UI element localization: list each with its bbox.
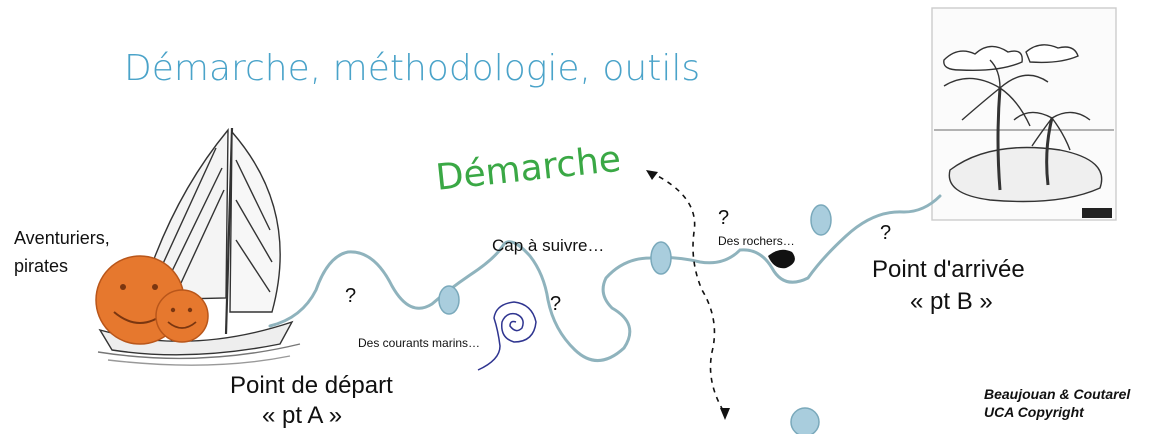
adventurers-label-line1: Aventuriers,	[14, 228, 110, 248]
adventurer-smiley-small	[155, 289, 209, 343]
sea-current-spiral-icon	[477, 301, 537, 371]
island-illustration	[931, 7, 1117, 221]
end-point-code: « pt B »	[910, 288, 993, 315]
waypoint-3	[810, 204, 832, 236]
credits-copyright: UCA Copyright	[984, 404, 1084, 420]
waypoint-2	[650, 241, 672, 275]
heading-label: Cap à suivre…	[492, 236, 605, 255]
credits-authors: Beaujouan & Coutarel	[984, 386, 1131, 402]
question-mark-1: ?	[345, 285, 357, 307]
rocks-label: Des rochers…	[718, 234, 795, 248]
start-point-label: Point de départ	[230, 372, 393, 399]
route-path	[268, 194, 942, 362]
question-mark-4: ?	[880, 222, 892, 244]
rock-icon	[768, 249, 795, 269]
start-point-code: « pt A »	[262, 402, 343, 429]
arrow-head-down-icon	[720, 408, 730, 420]
waypoint-1	[438, 285, 460, 315]
adventurers-label-line2: pirates	[14, 256, 69, 276]
waypoint-4	[790, 407, 820, 434]
question-mark-2: ?	[550, 293, 562, 315]
page-title: Démarche, méthodologie, outils	[124, 48, 701, 89]
end-point-label: Point d'arrivée	[872, 256, 1025, 283]
currents-label: Des courants marins…	[358, 336, 481, 350]
question-mark-3: ?	[718, 207, 730, 229]
sailboat-illustration	[97, 127, 301, 366]
arrow-head-up-icon	[646, 170, 658, 180]
alternative-path	[649, 171, 725, 413]
